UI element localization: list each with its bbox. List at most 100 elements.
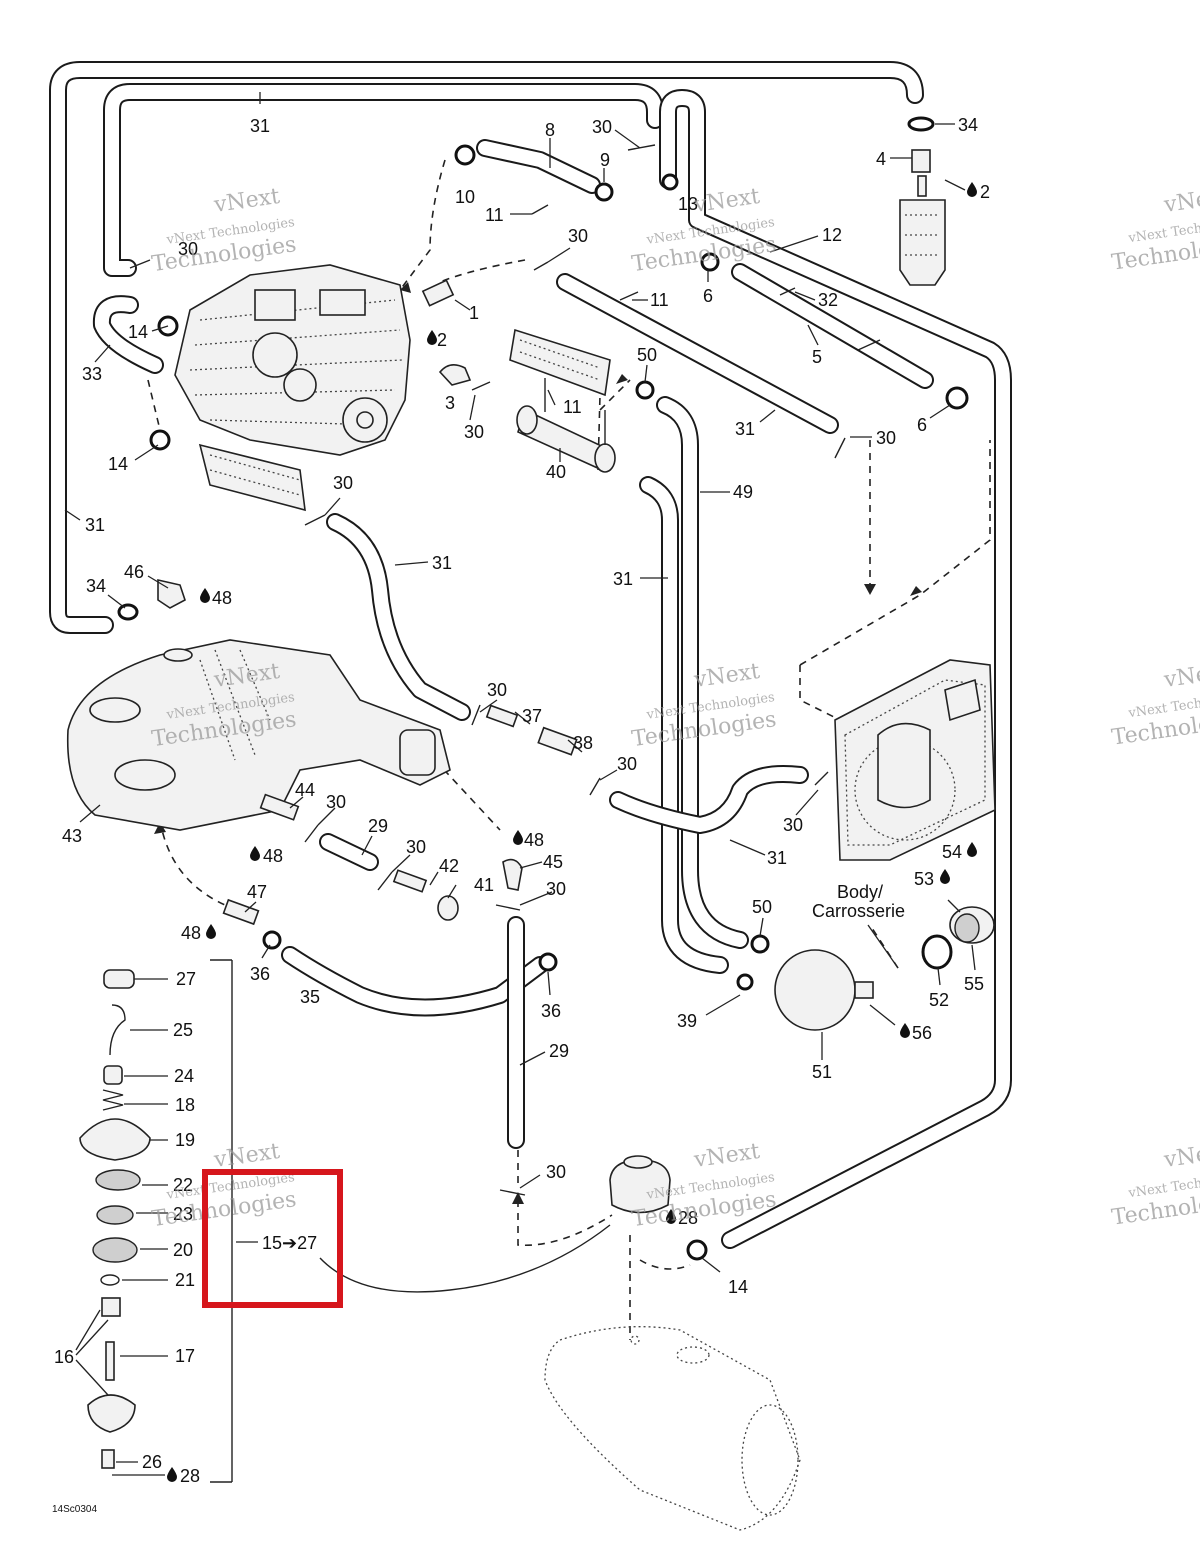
callout-42: 42: [439, 856, 459, 876]
callout-31: 31: [613, 569, 633, 589]
callout-3: 3: [445, 393, 455, 413]
leader-lines: [64, 92, 976, 1476]
callout-5: 5: [812, 347, 822, 367]
callout-19: 19: [175, 1130, 195, 1150]
callout-6: 6: [917, 415, 927, 435]
callout-39: 39: [677, 1011, 697, 1031]
callout-30: 30: [592, 117, 612, 137]
callout-11: 11: [650, 290, 669, 310]
watermark-line1: vNext: [1162, 184, 1200, 218]
callout-18: 18: [175, 1095, 195, 1115]
fittings: [117, 279, 578, 926]
callout-43: 43: [62, 826, 82, 846]
watermark-line1: vNext: [1162, 1139, 1200, 1173]
callout-labels: 31 8 30 34 4 2 9 13 10 11 30 12 30 6 11 …: [52, 115, 990, 1515]
callout-30: 30: [178, 239, 198, 259]
callout-30: 30: [546, 879, 566, 899]
callout-56: 56: [912, 1023, 932, 1043]
callout-26: 26: [142, 1452, 162, 1472]
callout-17: 17: [175, 1346, 195, 1366]
callout-23: 23: [173, 1204, 193, 1224]
callout-11: 11: [563, 397, 582, 417]
callout-24: 24: [174, 1066, 194, 1086]
callout-30: 30: [333, 473, 353, 493]
callout-11: 11: [485, 205, 504, 225]
tank-28: [609, 1155, 671, 1214]
muffler: [544, 1326, 801, 1531]
callout-14: 14: [728, 1277, 748, 1297]
callout-2: 2: [980, 182, 990, 202]
callout-6: 6: [703, 286, 713, 306]
callout-33: 33: [82, 364, 102, 384]
drop-icon: [167, 182, 977, 1482]
callout-48: 48: [212, 588, 232, 608]
exhaust-manifold-43: [66, 639, 451, 831]
callout-55: 55: [964, 974, 984, 994]
parts: [66, 116, 996, 1531]
callout-52: 52: [929, 990, 949, 1010]
callout-50: 50: [752, 897, 772, 917]
callout-13: 13: [678, 194, 698, 214]
callout-16: 16: [54, 1347, 74, 1367]
callout-14: 14: [128, 322, 148, 342]
callout-30: 30: [568, 226, 588, 246]
callout-28: 28: [678, 1208, 698, 1228]
callout-34: 34: [958, 115, 978, 135]
callout-50: 50: [637, 345, 657, 365]
callout-49: 49: [733, 482, 753, 502]
callout-25: 25: [173, 1020, 193, 1040]
body-label-line2: Carrosserie: [812, 901, 905, 921]
callout-41: 41: [474, 875, 494, 895]
housing-4: [899, 116, 946, 286]
callout-37: 37: [522, 706, 542, 726]
callout-48: 48: [181, 923, 201, 943]
callout-21: 21: [175, 1270, 195, 1290]
callout-31: 31: [85, 515, 105, 535]
hose-31-mid: [326, 513, 471, 721]
regulator-stack: [79, 959, 233, 1483]
callout-12: 12: [822, 225, 842, 245]
body-label-line1: Body/: [837, 882, 883, 902]
callout-48: 48: [524, 830, 544, 850]
watermark-line1: vNext: [212, 184, 282, 218]
callout-53: 53: [914, 869, 934, 889]
figure-code: 14Sc0304: [52, 1504, 97, 1515]
watermark-line1: vNext: [1162, 659, 1200, 693]
callout-54: 54: [942, 842, 962, 862]
callout-29: 29: [549, 1041, 569, 1061]
callout-22: 22: [173, 1175, 193, 1195]
callout-10: 10: [455, 187, 475, 207]
callout-36: 36: [541, 1001, 561, 1021]
callout-30: 30: [326, 792, 346, 812]
heat-exchanger-plate: [834, 659, 996, 861]
watermark-line1: vNext: [212, 1139, 282, 1173]
engine-block: [174, 264, 411, 512]
range-label: 15➔27: [262, 1233, 317, 1253]
callout-35: 35: [300, 987, 320, 1007]
callout-2: 2: [437, 330, 447, 350]
hoses: [49, 61, 1012, 1249]
cap-55: [921, 906, 995, 970]
callout-8: 8: [545, 120, 555, 140]
callout-30: 30: [546, 1162, 566, 1182]
callout-31: 31: [250, 116, 270, 136]
highlight-box: [202, 1169, 343, 1308]
callout-30: 30: [617, 754, 637, 774]
callout-47: 47: [247, 882, 267, 902]
watermark-line1: vNext: [692, 1139, 762, 1173]
callout-45: 45: [543, 852, 563, 872]
callout-30: 30: [876, 428, 896, 448]
callout-34: 34: [86, 576, 106, 596]
callout-46: 46: [124, 562, 144, 582]
reservoir-51: [774, 949, 874, 1031]
callout-14: 14: [108, 454, 128, 474]
callout-20: 20: [173, 1240, 193, 1260]
callout-38: 38: [573, 733, 593, 753]
callout-1: 1: [469, 303, 479, 323]
callout-31: 31: [432, 553, 452, 573]
callout-48: 48: [263, 846, 283, 866]
callout-30: 30: [406, 837, 426, 857]
callout-29: 29: [368, 816, 388, 836]
manifold-40: [509, 328, 616, 473]
watermark-line1: vNext: [692, 659, 762, 693]
